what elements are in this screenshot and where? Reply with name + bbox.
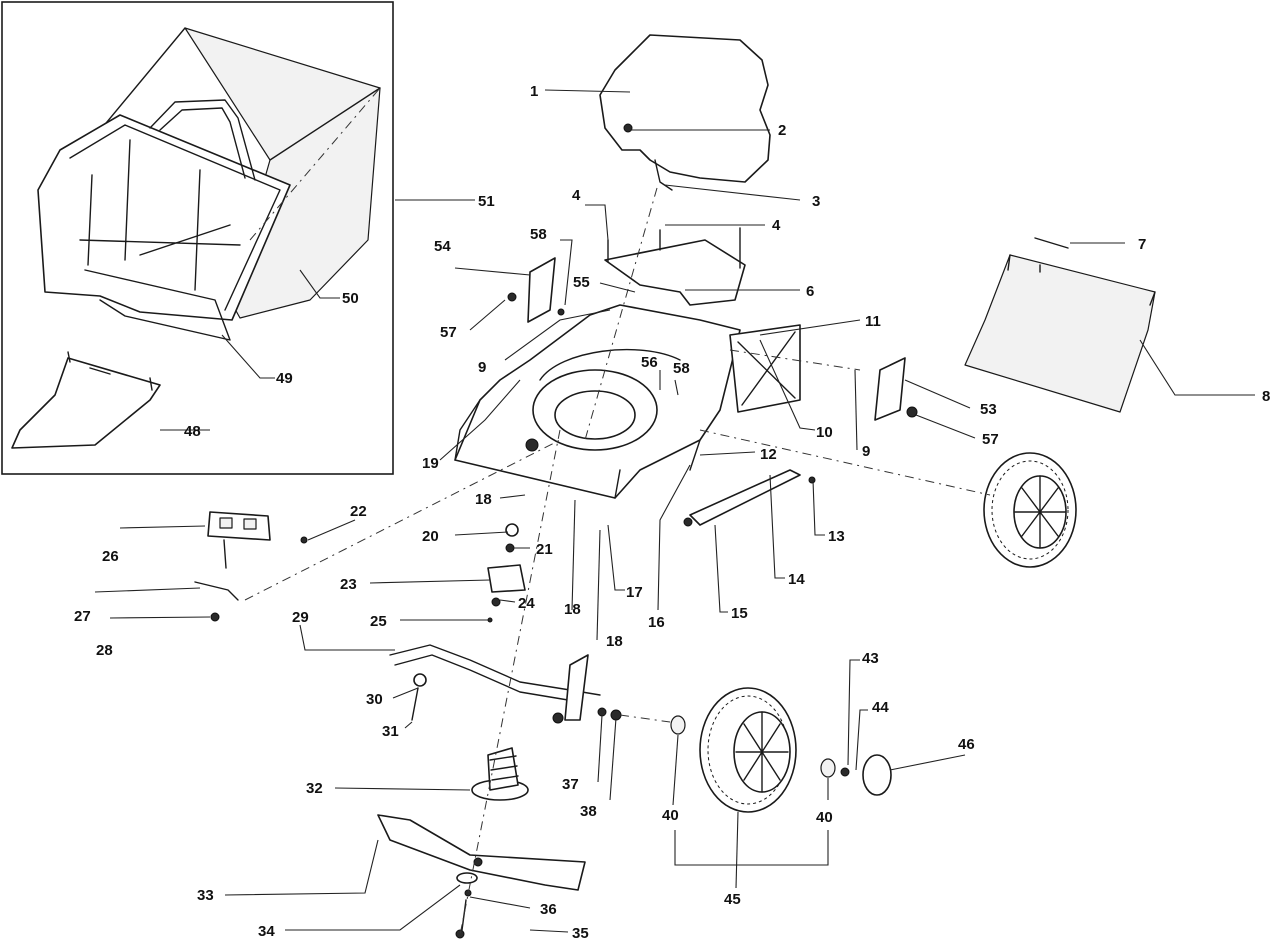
callout-14: 14 [788,571,805,588]
callout-6: 6 [806,283,814,300]
callout-20: 20 [422,528,439,545]
callout-56: 56 [641,354,658,371]
leader-lines [94,89,1255,933]
pivot-assembly-part-23 [300,523,526,623]
callout-40: 40 [662,807,679,824]
callout-50: 50 [342,290,359,307]
callout-22: 22 [350,503,367,520]
callout-9: 9 [478,359,486,376]
callout-18: 18 [475,491,492,508]
callout-32: 32 [306,780,323,797]
callout-9: 9 [862,443,870,460]
rear-flap-part-10 [729,324,801,413]
callout-18: 18 [564,601,581,618]
height-control-part-26 [194,511,271,622]
callout-3: 3 [812,193,820,210]
callout-26: 26 [102,548,119,565]
callout-37: 37 [562,776,579,793]
callout-25: 25 [370,613,387,630]
washer-part-37 [597,707,607,717]
callout-54: 54 [434,238,451,255]
callout-16: 16 [648,614,665,631]
callout-49: 49 [276,370,293,387]
callout-27: 27 [74,608,91,625]
callout-10: 10 [816,424,833,441]
callout-30: 30 [366,691,383,708]
callout-28: 28 [96,642,113,659]
height-lever-part-14 [683,469,816,527]
mower-deck-part-19 [454,304,741,499]
callout-40: 40 [816,809,833,826]
callout-13: 13 [828,528,845,545]
callout-36: 36 [540,901,557,918]
hubcap-part-46 [862,754,892,796]
callout-11: 11 [865,313,881,330]
callout-4: 4 [772,217,781,234]
callout-4: 4 [572,187,581,204]
callout-48: 48 [184,423,201,440]
callout-43: 43 [862,650,879,667]
side-plate-part-54 [507,257,565,323]
callout-58: 58 [673,360,690,377]
callout-53: 53 [980,401,997,418]
callout-46: 46 [958,736,975,753]
callout-2: 2 [778,122,786,139]
blade-adapter-part-32 [471,747,529,801]
callout-1: 1 [530,83,538,100]
callout-57: 57 [982,431,999,448]
callout-23: 23 [340,576,357,593]
callout-35: 35 [572,925,589,942]
rear-wheel-right [983,452,1077,568]
assembly-guide-lines [244,87,991,936]
callout-38: 38 [580,803,597,820]
rear-deflector-part-8 [964,237,1156,413]
mulch-plug-part-48 [11,351,161,449]
callout-33: 33 [197,887,214,904]
callout-45: 45 [724,891,741,908]
callout-18: 18 [606,633,623,650]
front-wheel-part-45 [670,687,850,813]
grass-catcher-inset-frame [1,1,394,475]
callout-44: 44 [872,699,889,716]
callout-31: 31 [382,723,399,740]
mounting-plate-part-6 [604,227,746,306]
callout-24: 24 [518,595,535,612]
callout-51: 51 [478,193,495,210]
callout-55: 55 [573,274,590,291]
catcher-frame-part-49 [37,99,291,341]
blade-part-33 [377,814,586,891]
callout-7: 7 [1138,236,1146,253]
callout-58: 58 [530,226,547,243]
blade-bolt-part-35 [455,872,478,939]
callout-8: 8 [1262,388,1270,405]
callout-57: 57 [440,324,457,341]
rear-axle-part-29 [389,644,601,724]
callout-34: 34 [258,923,275,940]
callout-labels: 1 2 3 4 4 6 7 8 9 9 10 11 12 13 14 15 16… [74,83,1270,942]
callout-29: 29 [292,609,309,626]
callout-12: 12 [760,446,777,463]
callout-17: 17 [626,584,643,601]
callout-19: 19 [422,455,439,472]
callout-15: 15 [731,605,748,622]
callout-21: 21 [536,541,553,558]
engine-part-1 [599,34,771,191]
side-plate-part-53 [874,357,918,421]
